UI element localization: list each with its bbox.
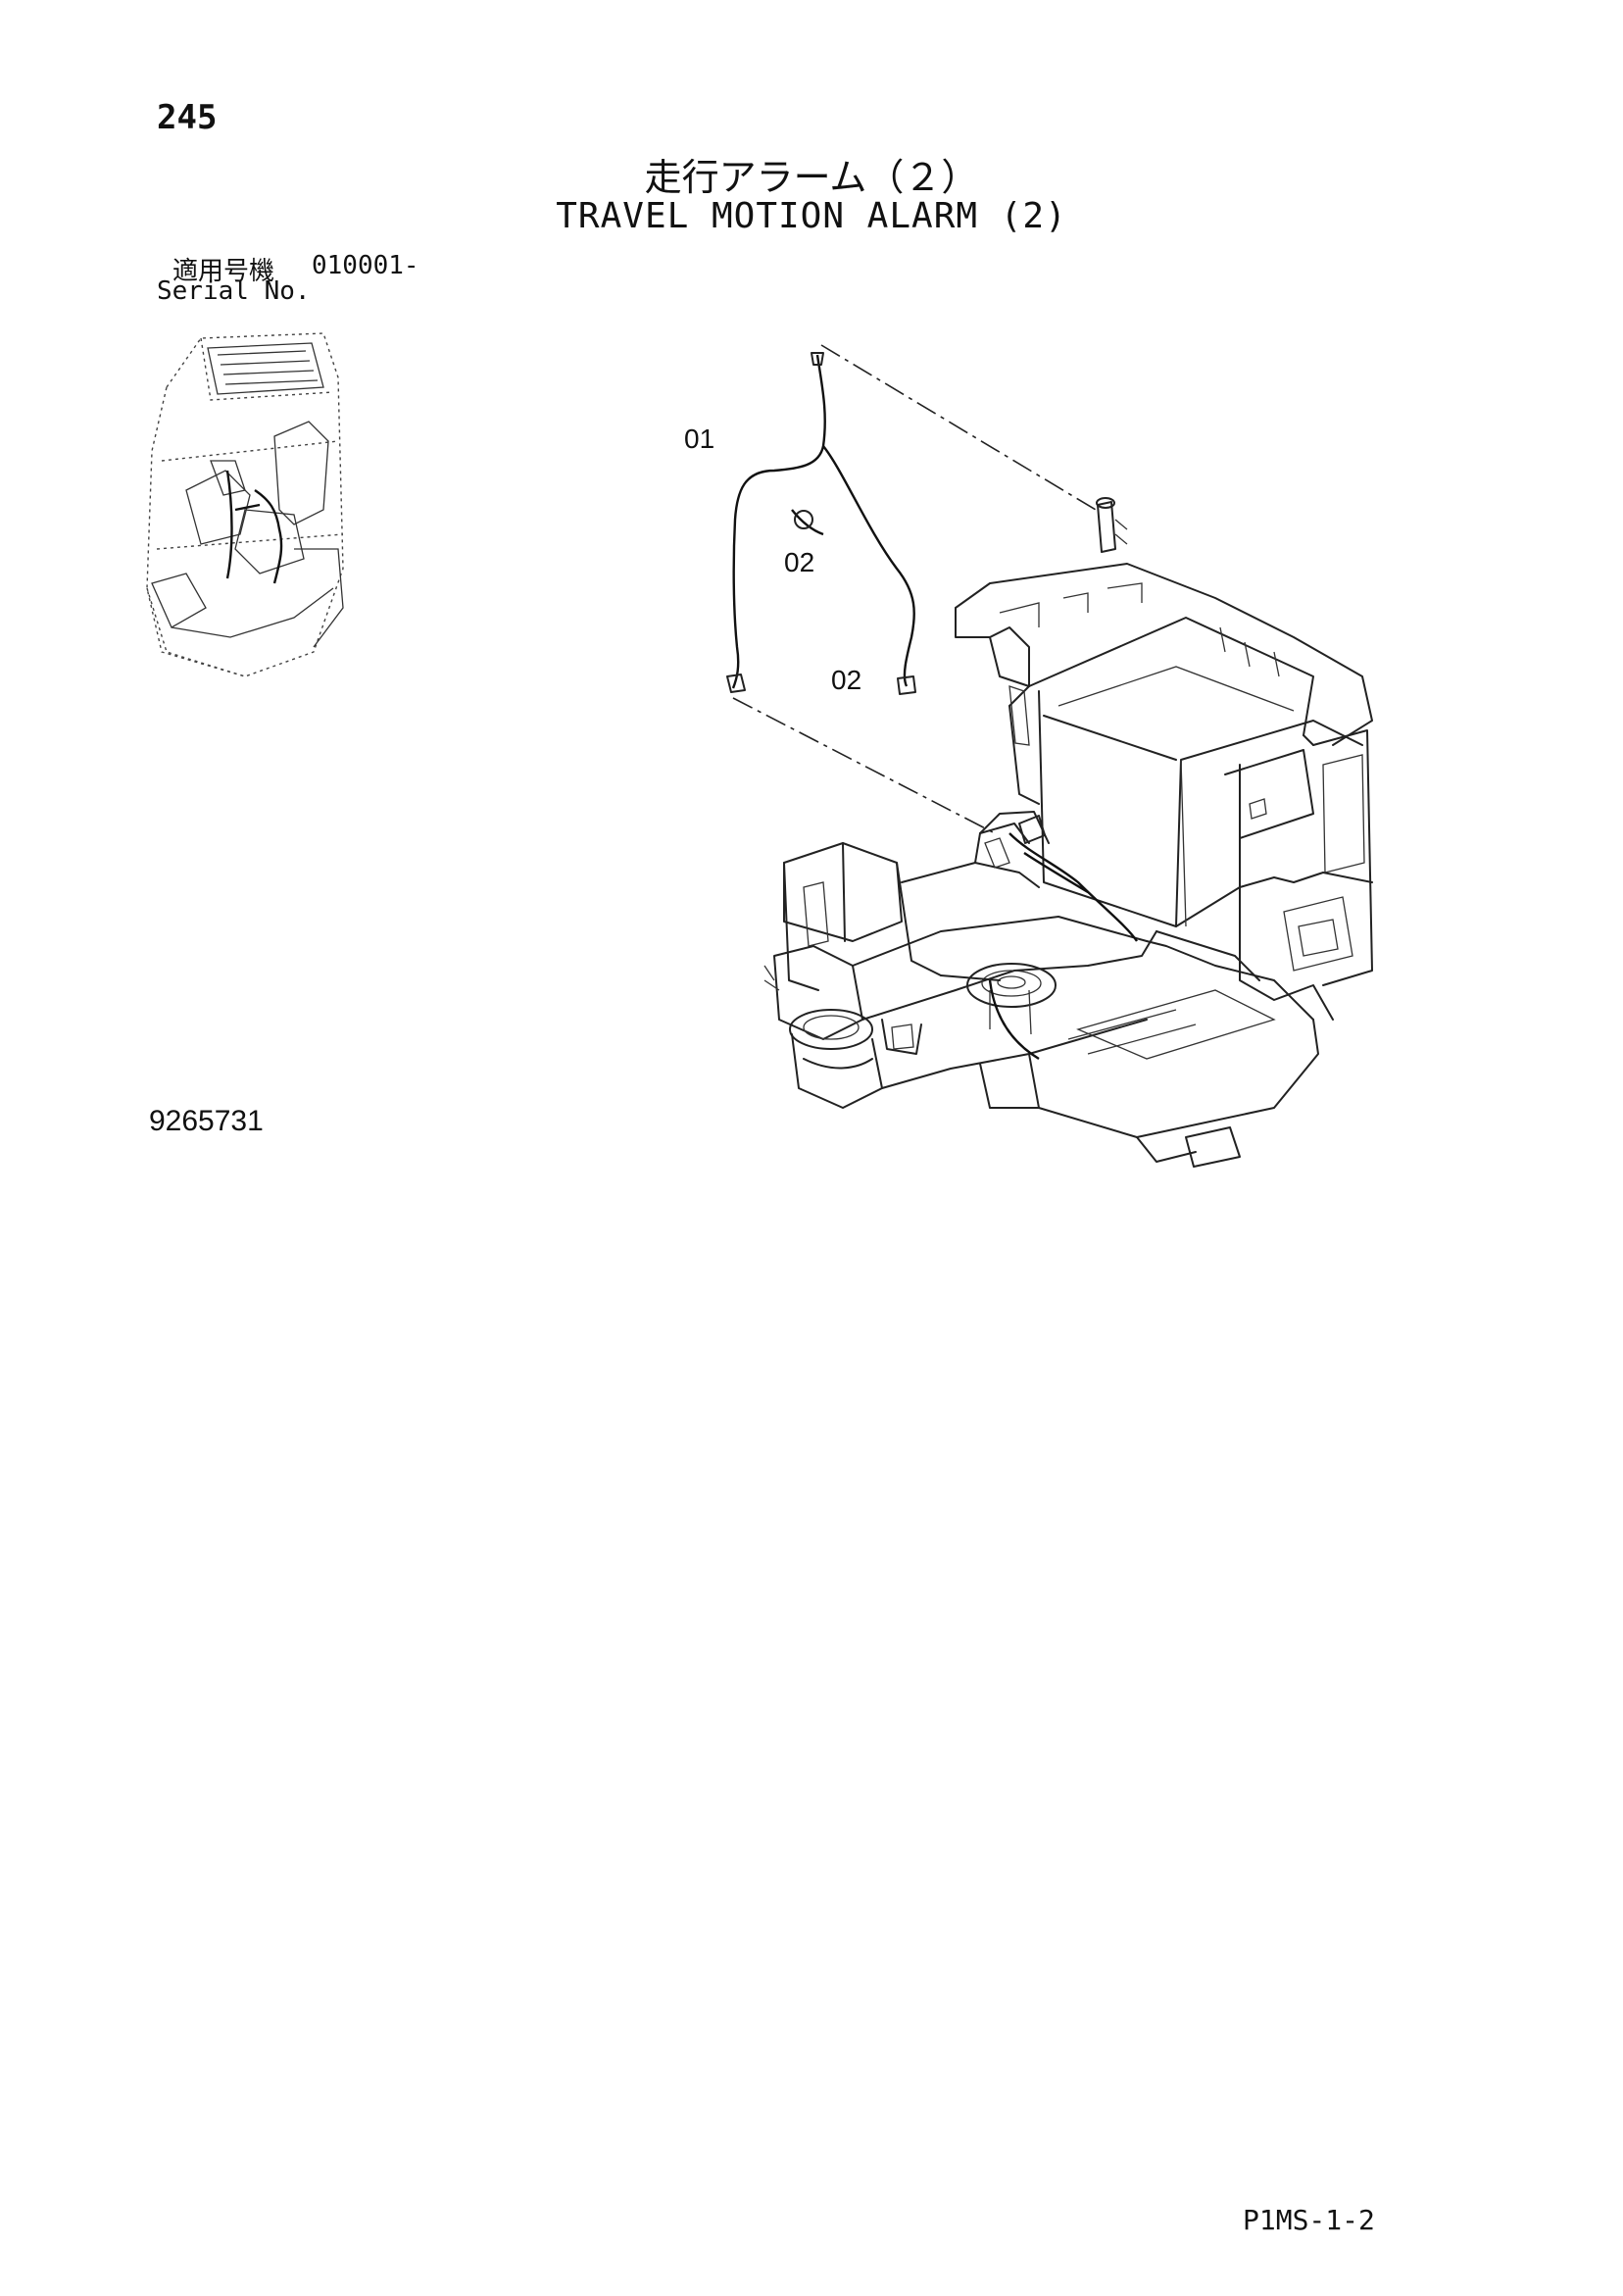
- upper-frame: [955, 563, 1373, 1021]
- page-title-japanese: 走行アラーム（２）: [644, 156, 979, 199]
- lower-frame: [763, 811, 1319, 1168]
- serial-label-english: Serial No.: [157, 276, 311, 306]
- assembly-line-top: [820, 344, 1097, 511]
- alarm-unit: [1096, 497, 1128, 553]
- assembly-line-bottom: [732, 697, 996, 834]
- serial-value: 010001-: [312, 251, 419, 280]
- page-code: P1MS-1-2: [1243, 2204, 1375, 2236]
- callout-02-upper: 02: [784, 547, 815, 577]
- callout-02-lower: 02: [831, 665, 862, 695]
- callout-01: 01: [684, 424, 715, 454]
- page-title-english: TRAVEL MOTION ALARM (2): [556, 196, 1067, 236]
- drawing-number: 9265731: [149, 1105, 264, 1137]
- harness-01: [726, 352, 916, 695]
- page-number: 245: [157, 98, 218, 137]
- lower-harness: [988, 815, 1138, 1061]
- serial-label-japanese: 適用号機: [172, 257, 275, 286]
- cab-overview-drawing: [146, 332, 344, 677]
